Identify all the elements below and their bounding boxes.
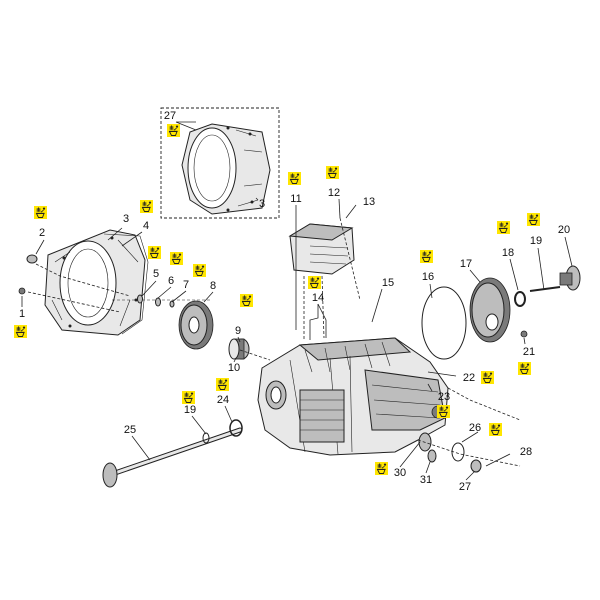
callout-27: 27 <box>459 481 471 493</box>
callout-2: 2 <box>39 227 45 239</box>
discard-part-icon <box>436 404 451 419</box>
discard-part-icon <box>33 205 48 220</box>
callout-18: 18 <box>502 247 514 259</box>
discard-part-icon <box>139 199 154 214</box>
discard-part-icon <box>192 263 207 278</box>
callout-3: 3 <box>123 213 129 225</box>
discard-part-icon <box>374 461 389 476</box>
callout-16: 16 <box>422 271 434 283</box>
callout-31: 31 <box>420 474 432 486</box>
bolt-part <box>18 287 26 295</box>
callout-28: 28 <box>520 446 532 458</box>
discard-part-icon <box>488 422 503 437</box>
callout-19-right: 19 <box>530 235 542 247</box>
inset-box <box>160 107 280 219</box>
snap-ring-part <box>514 291 526 307</box>
discard-part-icon <box>287 171 302 186</box>
discard-part-icon <box>480 370 495 385</box>
top-cover-part <box>288 223 355 275</box>
callout-6: 6 <box>168 275 174 287</box>
gasket-part <box>103 233 149 335</box>
discard-part-icon <box>517 361 532 376</box>
callout-29: 27 <box>164 110 176 122</box>
inset-cover-part <box>181 123 271 215</box>
callout-1: 1 <box>19 308 25 320</box>
callout-22: 22 <box>463 372 475 384</box>
discard-part-icon <box>496 220 511 235</box>
callout-3-inset: 3 <box>259 198 265 210</box>
discard-part-icon <box>169 251 184 266</box>
discard-part-icon <box>325 165 340 180</box>
discard-part-icon <box>239 293 254 308</box>
drum-part <box>469 277 511 343</box>
callout-24: 24 <box>217 394 229 406</box>
o-ring-part <box>421 286 467 360</box>
callout-21: 21 <box>523 346 535 358</box>
callout-19-left: 19 <box>184 404 196 416</box>
callout-11: 11 <box>290 193 301 205</box>
callout-30: 30 <box>394 467 406 479</box>
discard-part-icon <box>307 275 322 290</box>
callout-4: 4 <box>143 220 149 232</box>
seal-part <box>26 254 38 264</box>
leader-lines <box>21 121 573 481</box>
discard-part-icon <box>526 212 541 227</box>
gear-part <box>178 300 214 350</box>
callout-14: 14 <box>312 292 324 304</box>
callout-25: 25 <box>124 424 136 436</box>
transmission-case <box>257 337 449 456</box>
discard-part-icon <box>147 245 162 260</box>
callout-5: 5 <box>153 268 159 280</box>
axle-shaft-part <box>102 427 243 488</box>
left-housing-cover <box>44 229 146 336</box>
callout-15: 15 <box>382 277 394 289</box>
callout-9: 9 <box>235 325 241 337</box>
callout-26: 26 <box>469 422 481 434</box>
callout-20: 20 <box>558 224 570 236</box>
callout-7: 7 <box>183 279 189 291</box>
callout-13: 13 <box>363 196 375 208</box>
discard-part-icon <box>419 249 434 264</box>
output-flange-part <box>559 265 581 291</box>
callout-10: 10 <box>228 362 240 374</box>
discard-part-icon <box>215 377 230 392</box>
discard-part-icon <box>166 123 181 138</box>
callout-12: 12 <box>328 187 340 199</box>
bearing-part <box>228 338 250 360</box>
callout-8: 8 <box>210 280 216 292</box>
callout-23: 23 <box>438 391 450 403</box>
callout-17: 17 <box>460 258 472 270</box>
callout-labels: 27 3 2 3 4 1 5 6 7 8 9 10 11 12 13 14 15… <box>19 110 570 493</box>
discard-part-icon <box>13 324 28 339</box>
discard-part-icon <box>181 390 196 405</box>
